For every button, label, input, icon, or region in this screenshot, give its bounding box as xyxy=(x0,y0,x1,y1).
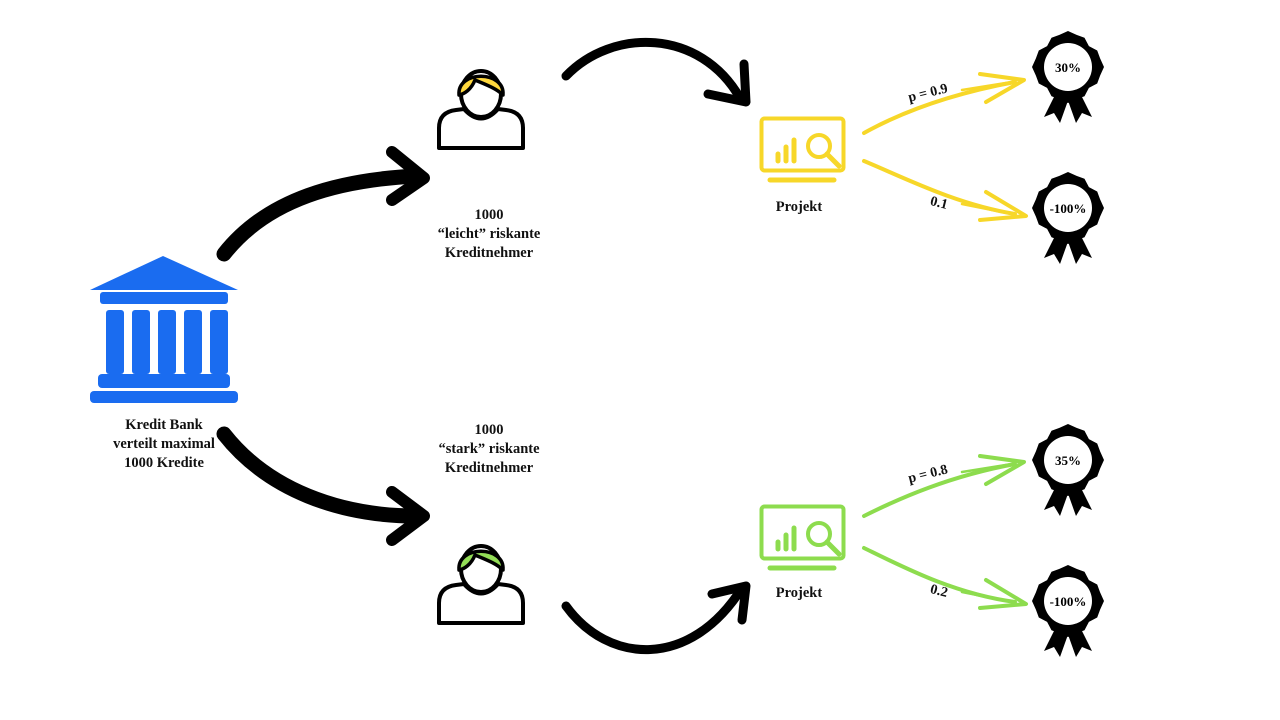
borrower-count: 1000 xyxy=(474,207,504,223)
project-label-text: Projekt xyxy=(775,585,823,601)
outcome-badge-2-down: -100% xyxy=(1032,565,1104,657)
outcome-badge-2-up: 35% xyxy=(1032,424,1104,516)
svg-text:-100%: -100% xyxy=(1050,594,1087,609)
borrower-count: 1000 xyxy=(474,422,504,438)
borrower-label-stark: 1000 “stark” riskante Kreditnehmer xyxy=(389,421,589,478)
project-monitor-icon-1 xyxy=(759,116,846,183)
borrower-risk: “stark” riskante xyxy=(438,441,540,457)
borrower-risk: “leicht” riskante xyxy=(437,226,541,242)
svg-text:35%: 35% xyxy=(1055,453,1081,468)
arrow-borrower-2-to-project xyxy=(561,581,751,654)
arrow-project-1-down xyxy=(862,159,1028,222)
bank-icon xyxy=(90,256,238,403)
bank-label-line: Kredit Bank xyxy=(125,417,203,433)
borrower-noun: Kreditnehmer xyxy=(444,245,534,261)
project-monitor-icon-2 xyxy=(759,504,846,571)
project-label-text: Projekt xyxy=(775,199,823,215)
bank-label: Kredit Bank verteilt maximal 1000 Kredit… xyxy=(64,416,264,473)
arrow-bank-to-borrower-1 xyxy=(216,146,430,262)
outcome-badge-1-down: -100% xyxy=(1032,172,1104,264)
outcome-badge-1-up: 30% xyxy=(1032,31,1104,123)
person-icon-leicht xyxy=(437,69,525,150)
svg-text:-100%: -100% xyxy=(1050,201,1087,216)
bank-label-line: verteilt maximal xyxy=(113,436,215,452)
arrow-borrower-1-to-project xyxy=(561,37,751,107)
arrow-project-1-up xyxy=(862,72,1026,135)
bank-label-line: 1000 Kredite xyxy=(124,455,204,471)
person-icon-stark xyxy=(437,544,525,625)
borrower-noun: Kreditnehmer xyxy=(444,460,534,476)
arrow-project-2-down xyxy=(862,546,1028,610)
project-label-2: Projekt xyxy=(759,584,839,603)
arrow-project-2-up xyxy=(862,454,1026,518)
project-label-1: Projekt xyxy=(759,198,839,217)
borrower-label-leicht: 1000 “leicht” riskante Kreditnehmer xyxy=(389,206,589,263)
arrow-bank-to-borrower-2 xyxy=(216,426,430,546)
svg-text:30%: 30% xyxy=(1055,60,1081,75)
